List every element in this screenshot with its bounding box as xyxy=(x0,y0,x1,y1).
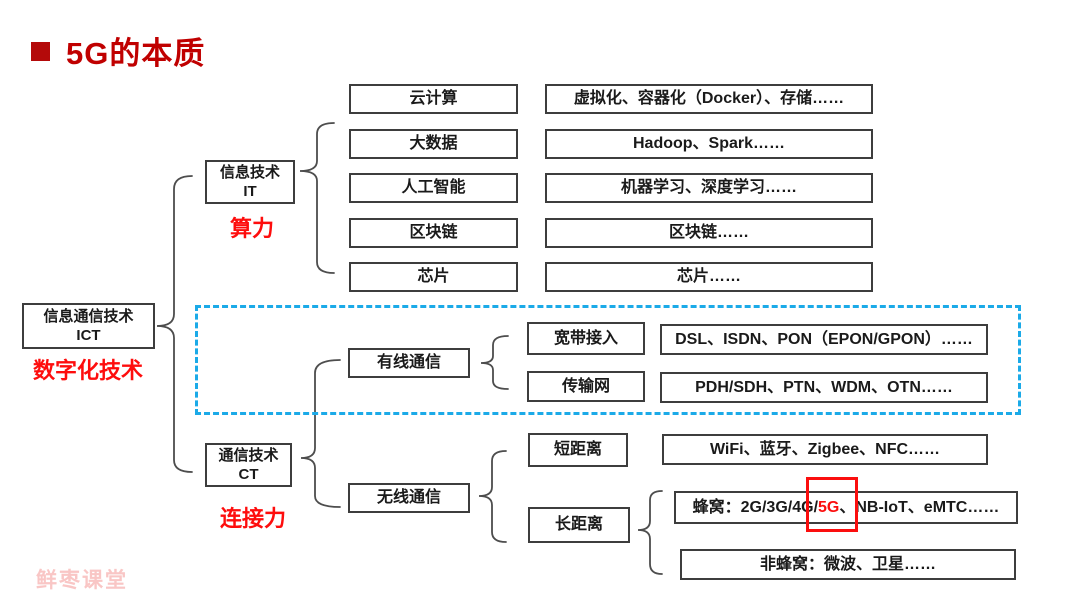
brace-it-to-rows xyxy=(299,122,335,274)
brace-wireless-to-rows xyxy=(478,450,507,543)
cat-transport-network: 传输网 xyxy=(527,371,645,402)
cellular-5g-highlight-text: 5G xyxy=(818,498,840,516)
detail-non-cellular: 非蜂窝：微波、卫星…… xyxy=(680,549,1016,580)
detail-cellular: 蜂窝：2G/3G/4G/5G、NB-IoT、eMTC…… xyxy=(674,491,1018,524)
node-it: 信息技术 IT xyxy=(205,160,295,204)
5g-highlight-rect xyxy=(806,477,858,532)
node-ct: 通信技术 CT xyxy=(205,443,292,487)
page-title: 5G的本质 xyxy=(66,36,206,71)
cat-ai: 人工智能 xyxy=(349,173,518,203)
detail-ai: 机器学习、深度学习…… xyxy=(545,173,873,203)
detail-chip: 芯片…… xyxy=(545,262,873,292)
detail-broadband-access: DSL、ISDN、PON（EPON/GPON）…… xyxy=(660,324,988,355)
node-it-line2: IT xyxy=(243,183,257,200)
cellular-prefix: 蜂窝：2G/3G/4G/ xyxy=(692,498,819,516)
cat-short-range: 短距离 xyxy=(528,433,628,467)
cat-blockchain: 区块链 xyxy=(349,218,518,248)
watermark: 鲜枣课堂 xyxy=(36,569,128,592)
node-wired: 有线通信 xyxy=(348,348,470,378)
detail-transport-network: PDH/SDH、PTN、WDM、OTN…… xyxy=(660,372,988,403)
node-ict: 信息通信技术 ICT xyxy=(22,303,155,349)
node-wireless: 无线通信 xyxy=(348,483,470,513)
tag-computing-power: 算力 xyxy=(230,216,275,241)
cat-cloud-computing: 云计算 xyxy=(349,84,518,114)
detail-cloud-computing: 虚拟化、容器化（Docker）、存储…… xyxy=(545,84,873,114)
detail-short-range: WiFi、蓝牙、Zigbee、NFC…… xyxy=(662,434,988,465)
detail-blockchain: 区块链…… xyxy=(545,218,873,248)
cat-chip: 芯片 xyxy=(349,262,518,292)
cat-broadband-access: 宽带接入 xyxy=(527,322,645,355)
cat-big-data: 大数据 xyxy=(349,129,518,159)
tag-digital-tech: 数字化技术 xyxy=(33,358,144,383)
node-ct-line1: 通信技术 xyxy=(218,446,279,464)
node-ict-line2: ICT xyxy=(76,327,101,344)
detail-big-data: Hadoop、Spark…… xyxy=(545,129,873,159)
brace-ict-to-it-ct xyxy=(156,175,193,473)
tag-connectivity: 连接力 xyxy=(220,506,287,531)
cellular-suffix: 、NB-IoT、eMTC…… xyxy=(839,498,1000,516)
cat-long-range: 长距离 xyxy=(528,507,630,543)
node-ct-line2: CT xyxy=(238,466,259,483)
brace-long-to-cellular xyxy=(637,490,663,575)
node-it-line1: 信息技术 xyxy=(219,163,280,181)
wired-dashed-group xyxy=(195,305,1021,415)
title-bullet-icon xyxy=(31,42,50,61)
node-ict-line1: 信息通信技术 xyxy=(43,307,134,325)
